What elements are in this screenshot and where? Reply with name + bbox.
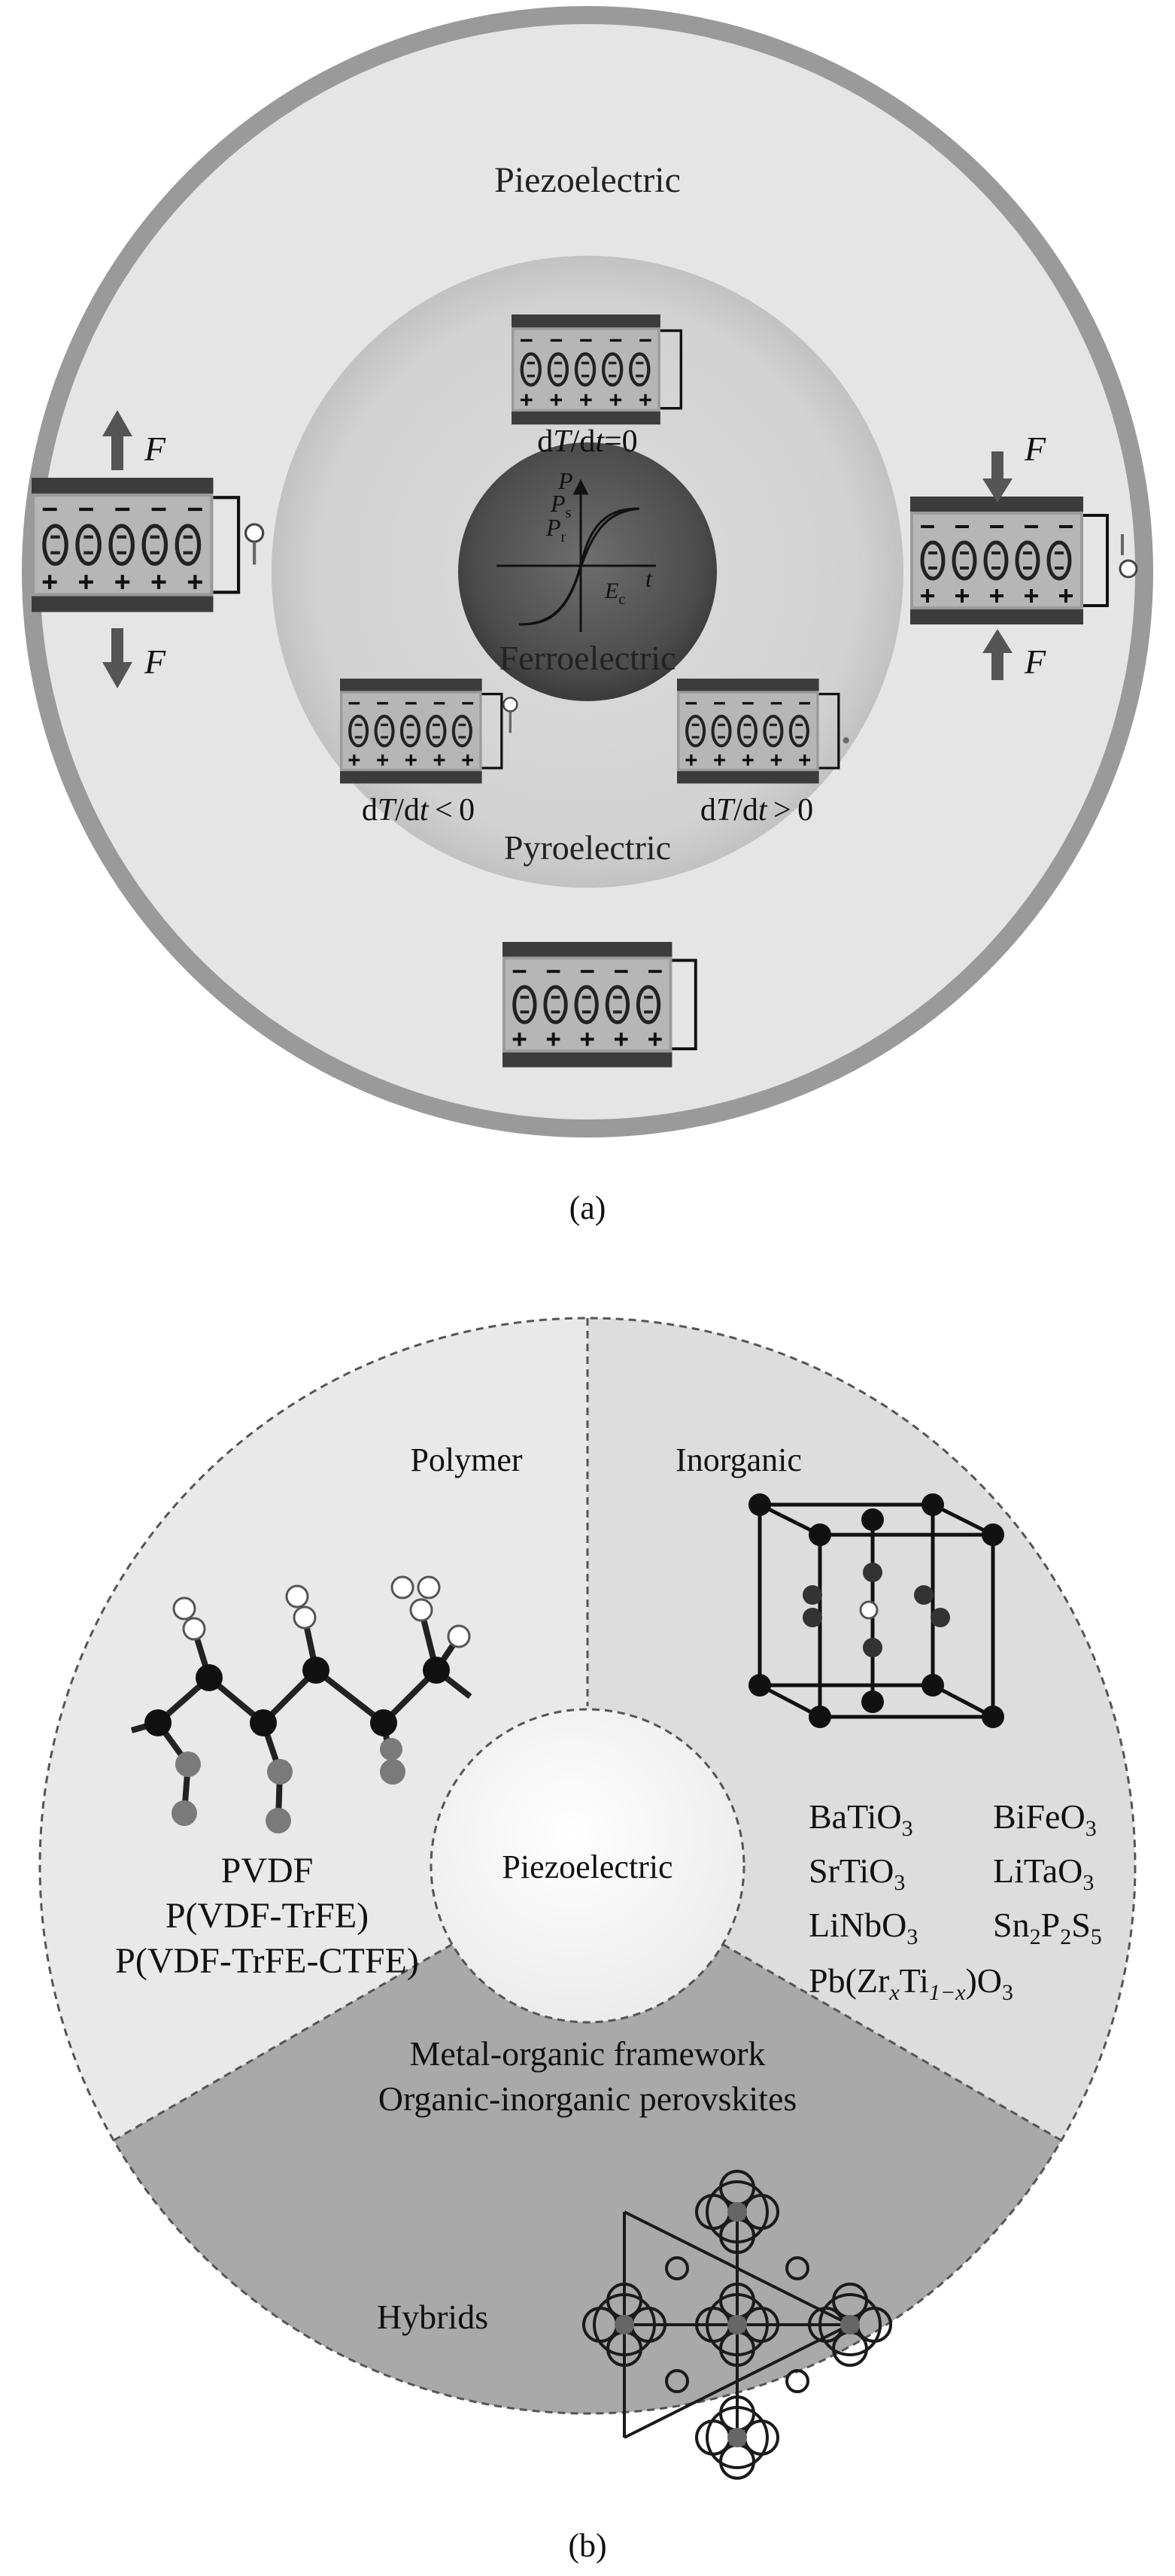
center-piezoelectric-circle (430, 1708, 745, 2024)
center-piezoelectric-label: Piezoelectric (502, 1848, 673, 1885)
caption-b: (b) (568, 2527, 606, 2564)
hybrid-item-2: Organic-inorganic perovskites (378, 2079, 797, 2118)
polymer-item-3: P(VDF-TrFE-CTFE) (115, 1941, 419, 1981)
hysteresis-pr-label: Pr (545, 514, 566, 545)
inorganic-batio3: BaTiO3 (809, 1797, 913, 1841)
force-arrow-up-icon (102, 410, 132, 470)
inorganic-sn2p2s5: Sn2P2S5 (993, 1906, 1102, 1949)
polymer-item-1: PVDF (221, 1851, 314, 1891)
polymer-chain-icon (130, 1575, 472, 1833)
force-label-left-bottom: F (144, 642, 166, 681)
force-label-right-bottom: F (1024, 642, 1046, 681)
cell-compression (910, 497, 1138, 624)
hybrid-item-1: Metal-organic framework (409, 2034, 765, 2073)
crystal-lattice-icon (748, 1493, 1004, 1728)
hysteresis-ps-label: Ps (550, 490, 572, 521)
caption-a: (a) (569, 1189, 606, 1226)
inorganic-litao3: LiTaO3 (993, 1852, 1094, 1895)
dtdt-positive-label: dT/dt > 0 (700, 793, 813, 828)
cell-bottom (502, 942, 697, 1068)
force-label-left-top: F (144, 430, 166, 468)
cell-tension (32, 478, 265, 612)
sector-hybrids (114, 1866, 1061, 2414)
ferroelectric-core (458, 442, 717, 701)
hysteresis-t-label: t (645, 565, 653, 592)
hybrid-title: Hybrids (377, 2298, 488, 2336)
inorganic-title: Inorganic (676, 1441, 802, 1478)
panel-a: Piezoelectric Pyroelectric Ferroelectric… (22, 6, 1153, 1226)
mof-metal-nodes-icon (615, 2202, 860, 2447)
cell-dtdt-positive (677, 679, 849, 783)
force-arrow-up-compress-icon (982, 629, 1013, 680)
dtdt-zero-label: dT/dt=0 (537, 424, 637, 459)
pyroelectric-label: Pyroelectric (504, 828, 671, 867)
dtdt-negative-label: dT/dt < 0 (362, 793, 475, 828)
cell-dtdt-zero (512, 314, 683, 424)
polymer-title: Polymer (410, 1441, 522, 1478)
inorganic-bifeo3: BiFeO3 (993, 1797, 1097, 1841)
inorganic-pzt: Pb(ZrxTi1−x)O3 (809, 1961, 1013, 2005)
cell-dtdt-negative (340, 679, 518, 783)
piezoelectric-label: Piezoelectric (494, 160, 681, 200)
inorganic-linbo3: LiNbO3 (809, 1906, 918, 1949)
polymer-item-2: P(VDF-TrFE) (165, 1896, 369, 1936)
force-arrow-down-icon (102, 628, 132, 688)
ferroelectric-label: Ferroelectric (499, 639, 676, 677)
mof-framework-icon (582, 2170, 892, 2480)
panel-b: Piezoelectric Polymer (38, 1317, 1137, 2564)
inorganic-srtio3: SrTiO3 (809, 1852, 905, 1895)
force-arrow-down-compress-icon (982, 451, 1013, 503)
hysteresis-loop (496, 478, 656, 632)
hysteresis-p-label: P (557, 467, 573, 494)
hysteresis-ec-label: Ec (604, 579, 625, 608)
force-label-right-top: F (1024, 430, 1046, 468)
